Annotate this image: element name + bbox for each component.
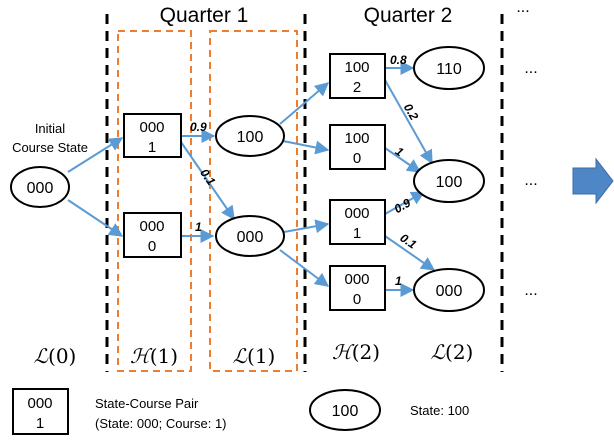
svg-text:100: 100 <box>436 174 463 191</box>
group-box-h1 <box>117 30 192 372</box>
svg-text:000: 000 <box>139 119 164 136</box>
edge-label-p1b-s1b: 1 <box>195 220 202 234</box>
quarter2-header: Quarter 2 <box>364 4 453 27</box>
state-node-initial: 000 <box>10 166 70 208</box>
initial-label-line1: Initial <box>35 121 65 136</box>
label-H1: ℋ(1) <box>130 344 178 368</box>
svg-text:000: 000 <box>237 229 264 246</box>
state-node-q2-b: 100 <box>413 159 485 203</box>
label-L2: ℒ(2) <box>431 340 474 364</box>
edge-label-p2d-s2c: 1 <box>395 274 402 288</box>
pair-node-q2-b: 100 0 <box>329 124 386 170</box>
svg-text:100: 100 <box>344 59 369 76</box>
edge-s0-p1a <box>67 137 124 173</box>
edge-label-p1a-s1a: 0.9 <box>190 120 207 134</box>
state-node-q1-a: 100 <box>215 115 285 157</box>
svg-text:100: 100 <box>344 130 369 147</box>
edge-label-p2c-s2b: 0.9 <box>392 195 414 216</box>
edge-label-p2b-s2b: 1 <box>393 144 407 159</box>
edge-p2c-s2b <box>384 191 426 215</box>
edge-s0-p1b <box>67 199 124 237</box>
legend-state: 100 <box>309 389 381 431</box>
legend-state-text: State: 100 <box>410 403 469 418</box>
label-L0: ℒ(0) <box>34 344 77 368</box>
label-L1: ℒ(1) <box>233 344 276 368</box>
edge-label-p2c-s2c: 0.1 <box>397 231 419 252</box>
edge-p2a-s2b <box>384 79 433 165</box>
pair-node-q1-b: 000 0 <box>123 212 182 258</box>
edge-p2c-s2c <box>384 235 436 271</box>
svg-text:000: 000 <box>27 395 52 412</box>
initial-label-line2: Course State <box>12 140 88 155</box>
svg-text:0: 0 <box>353 291 361 308</box>
ellipsis-row-1: ... <box>524 60 537 77</box>
state-node-q1-b: 000 <box>215 215 285 257</box>
svg-text:ℒ(1): ℒ(1) <box>233 344 276 368</box>
edge-p1a-s1b <box>180 141 235 221</box>
header-ellipsis: ... <box>516 0 529 16</box>
svg-text:110: 110 <box>436 61 462 78</box>
edge-s1a-p2b <box>282 140 330 155</box>
svg-text:1: 1 <box>353 225 361 242</box>
edge-label-p2a-s2a: 0.8 <box>390 53 407 67</box>
ellipsis-row-3: ... <box>524 282 537 299</box>
edge-p2b-s2b <box>384 147 422 173</box>
legend-pair-detail: (State: 000; Course: 1) <box>95 416 227 431</box>
pair-node-q2-c: 000 1 <box>329 199 386 245</box>
svg-text:2: 2 <box>353 79 361 96</box>
svg-text:000: 000 <box>344 271 369 288</box>
edge-s1b-p2c <box>283 219 330 234</box>
svg-text:100: 100 <box>237 129 264 146</box>
label-H2: ℋ(2) <box>332 340 380 364</box>
svg-text:1: 1 <box>36 415 44 432</box>
svg-text:1: 1 <box>148 139 156 156</box>
pair-node-q1-a: 000 1 <box>123 113 182 158</box>
svg-text:ℒ(0): ℒ(0) <box>34 344 77 368</box>
pair-node-q2-d: 000 0 <box>329 265 386 311</box>
svg-text:000: 000 <box>27 180 54 197</box>
legend-pair: 000 1 <box>12 388 69 435</box>
pair-node-q2-a: 100 2 <box>329 53 386 99</box>
svg-text:ℋ(2): ℋ(2) <box>332 340 380 364</box>
continue-arrow-icon <box>572 157 614 205</box>
state-node-q2-c: 000 <box>413 268 485 312</box>
state-node-q2-a: 110 <box>413 46 485 90</box>
svg-text:ℒ(2): ℒ(2) <box>431 340 474 364</box>
edge-s1a-p2a <box>279 82 330 125</box>
ellipsis-row-2: ... <box>524 172 537 189</box>
edge-s1b-p2d <box>279 249 330 287</box>
svg-text:000: 000 <box>436 283 463 300</box>
svg-text:000: 000 <box>344 205 369 222</box>
svg-text:100: 100 <box>332 403 359 420</box>
svg-text:ℋ(1): ℋ(1) <box>130 344 178 368</box>
group-box-l1 <box>209 30 298 372</box>
svg-text:0: 0 <box>353 150 361 167</box>
quarter1-header: Quarter 1 <box>160 4 249 27</box>
svg-text:000: 000 <box>139 218 164 235</box>
svg-text:0: 0 <box>148 238 156 255</box>
legend-pair-title: State-Course Pair <box>95 396 199 411</box>
edge-label-p2a-s2b: 0.2 <box>401 101 422 123</box>
